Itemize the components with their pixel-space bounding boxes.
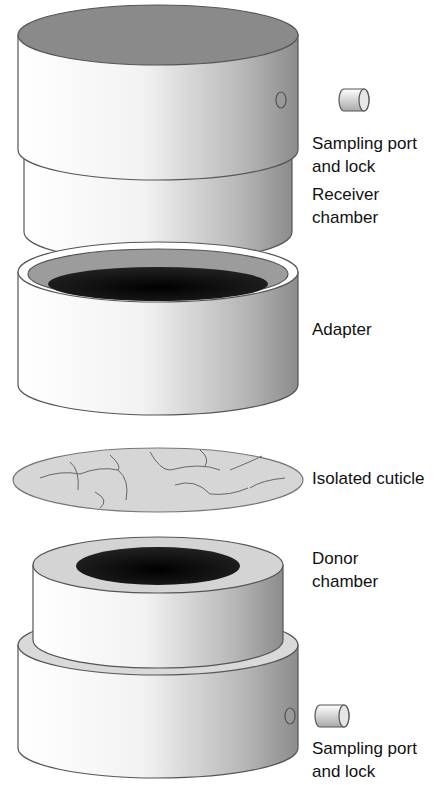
adapter-rim — [18, 242, 298, 302]
part-label: Donor chamber — [312, 547, 412, 593]
part-label: Isolated cuticle — [312, 467, 443, 490]
sampling-lock-pin — [339, 89, 369, 111]
part-label: Receiver chamber — [312, 183, 437, 229]
sampling-lock-pin — [315, 705, 349, 727]
part-label: Sampling port and lock — [312, 132, 437, 178]
donor-top — [33, 537, 283, 593]
cuticle-disc — [13, 448, 303, 512]
adapter-hole — [48, 267, 268, 301]
cuticle-veins — [40, 450, 285, 508]
part-label: Adapter — [312, 318, 437, 341]
pin-end — [359, 89, 369, 111]
sampling-port-hole — [276, 92, 286, 108]
part-label: Sampling port and lock — [312, 737, 437, 783]
receiver-top — [18, 5, 298, 65]
sampling-port-hole — [285, 708, 295, 724]
donor-hole — [76, 547, 240, 585]
pin-end — [339, 705, 349, 727]
